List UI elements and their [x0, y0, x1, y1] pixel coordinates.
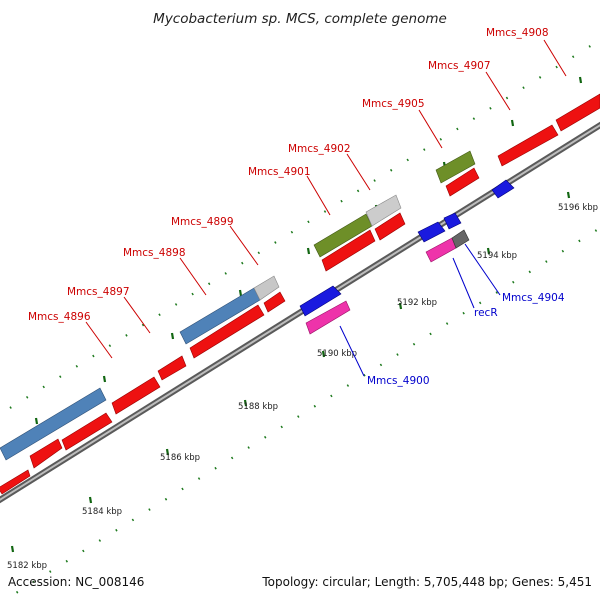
kbp-label: 5188 kbp [238, 402, 278, 412]
rna-feature[interactable] [305, 300, 351, 335]
gene-label-mmcs-4907[interactable]: Mmcs_4907 [428, 60, 491, 72]
forward-cds-feature[interactable] [189, 304, 265, 359]
forward-cds-feature[interactable] [29, 438, 63, 469]
gene-label-mmcs-4899[interactable]: Mmcs_4899 [171, 216, 234, 228]
forward-cds-feature[interactable] [555, 93, 600, 132]
reverse-cds-feature[interactable] [443, 212, 462, 230]
kbp-label: 5190 kbp [317, 349, 357, 359]
topology-summary: Topology: circular; Length: 5,705,448 bp… [261, 575, 592, 589]
operon-block-green[interactable] [435, 150, 476, 184]
kbp-label: 5184 kbp [82, 507, 122, 517]
gene-label-mmcs-4896[interactable]: Mmcs_4896 [28, 311, 91, 323]
reverse-cds-feature[interactable] [491, 179, 515, 199]
gene-label-mmcs-4904[interactable]: Mmcs_4904 [502, 292, 565, 304]
gene-label-mmcs-4900[interactable]: Mmcs_4900 [367, 375, 430, 387]
map-title: Mycobacterium sp. MCS, complete genome [153, 11, 447, 27]
forward-cds-feature[interactable] [374, 212, 406, 241]
forward-cds-feature[interactable] [321, 229, 376, 272]
gene-label-recr[interactable]: recR [474, 307, 498, 319]
kbp-label: 5192 kbp [397, 298, 437, 308]
kbp-label: 5182 kbp [7, 561, 47, 571]
forward-cds-feature[interactable] [111, 376, 161, 415]
pseudo-feature[interactable] [451, 229, 470, 249]
rna-feature[interactable] [425, 237, 457, 263]
scale-track-inner [2, 227, 600, 600]
kbp-label: 5186 kbp [160, 453, 200, 463]
forward-cds-feature[interactable] [445, 167, 480, 197]
gene-labels: Mmcs_4896 Mmcs_4897 Mmcs_4898 Mmcs_4899 … [28, 27, 565, 387]
gene-label-mmcs-4902[interactable]: Mmcs_4902 [288, 143, 351, 155]
gene-label-mmcs-4897[interactable]: Mmcs_4897 [67, 286, 130, 298]
kbp-label: 5196 kbp [558, 203, 598, 213]
scale-track-outer [9, 39, 600, 409]
forward-cds-feature[interactable] [0, 469, 31, 495]
gene-label-mmcs-4901[interactable]: Mmcs_4901 [248, 166, 311, 178]
kbp-label: 5194 kbp [477, 251, 517, 261]
reverse-cds-feature[interactable] [417, 221, 446, 243]
forward-cds-feature[interactable] [61, 412, 113, 451]
accession-text: Accession: NC_008146 [8, 575, 144, 589]
scale-labels: 5182 kbp 5184 kbp 5186 kbp 5188 kbp 5190… [7, 203, 598, 571]
pseudo-feature[interactable] [365, 194, 402, 227]
gene-label-mmcs-4908[interactable]: Mmcs_4908 [486, 27, 549, 39]
pseudo-feature[interactable] [253, 275, 280, 301]
reverse-cds-feature[interactable] [299, 285, 342, 317]
operon-block[interactable] [0, 387, 107, 461]
feature-track [0, 93, 600, 495]
gene-label-mmcs-4905[interactable]: Mmcs_4905 [362, 98, 425, 110]
label-leaders [85, 39, 567, 377]
gene-label-mmcs-4898[interactable]: Mmcs_4898 [123, 247, 186, 259]
forward-cds-feature[interactable] [497, 124, 559, 167]
forward-cds-feature[interactable] [263, 291, 286, 313]
forward-cds-feature[interactable] [157, 355, 187, 381]
